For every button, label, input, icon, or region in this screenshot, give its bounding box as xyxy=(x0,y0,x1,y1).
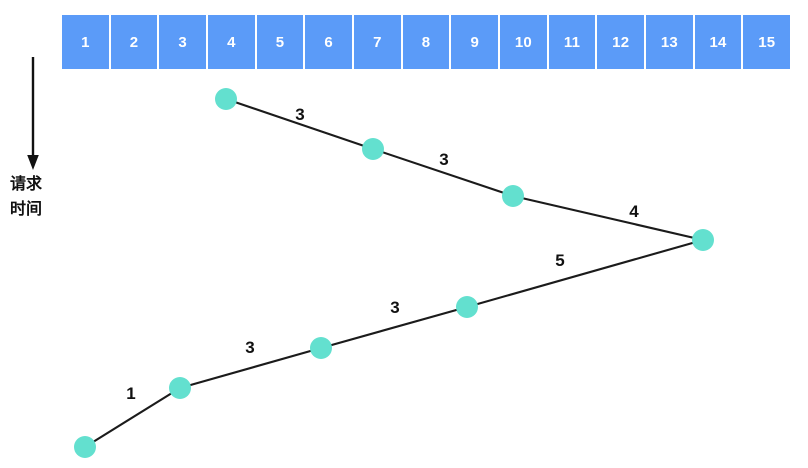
index-cell-3[interactable]: 3 xyxy=(159,15,209,69)
index-cell-4[interactable]: 4 xyxy=(208,15,257,69)
edge-line-u3-v xyxy=(511,194,705,242)
edge-weight-u3-v: 4 xyxy=(629,202,639,221)
node-dot-u1[interactable] xyxy=(215,88,237,110)
down-arrow-icon xyxy=(27,57,39,170)
node-dot-u3[interactable] xyxy=(502,185,524,207)
index-cell-11[interactable]: 11 xyxy=(548,15,598,69)
edge-line-u1-u2 xyxy=(224,97,375,151)
index-cell-7[interactable]: 7 xyxy=(354,15,403,69)
edge-weight-v-l4: 5 xyxy=(555,251,565,270)
index-cell-2[interactable]: 2 xyxy=(110,15,160,69)
node-dot-l2[interactable] xyxy=(169,377,191,399)
index-cell-9[interactable]: 9 xyxy=(451,15,501,69)
node-dot-l1[interactable] xyxy=(74,436,96,458)
node-dot-l4[interactable] xyxy=(456,296,478,318)
edge-line-v-l4 xyxy=(465,238,705,309)
edge-line-l3-l2 xyxy=(178,346,323,390)
edge-weight-l3-l2: 3 xyxy=(245,338,255,357)
index-cell-14[interactable]: 14 xyxy=(694,15,744,69)
axis-caption-request-time: 请求 时间 xyxy=(10,176,43,218)
node-dot-v[interactable] xyxy=(692,229,714,251)
index-cell-1[interactable]: 1 xyxy=(62,15,111,69)
edge-weight-l2-l1: 1 xyxy=(126,384,136,403)
edge-line-u2-u3 xyxy=(371,147,515,198)
edge-weight-u1-u2: 3 xyxy=(295,105,305,124)
edge-line-l2-l1 xyxy=(83,386,182,449)
node-dots-group xyxy=(74,88,714,458)
index-cell-12[interactable]: 12 xyxy=(597,15,647,69)
index-cell-6[interactable]: 6 xyxy=(305,15,355,69)
edge-lines-group xyxy=(83,97,705,449)
node-dot-u2[interactable] xyxy=(362,138,384,160)
index-cell-8[interactable]: 8 xyxy=(402,15,452,69)
index-cell-13[interactable]: 13 xyxy=(646,15,695,69)
edge-line-l4-l3 xyxy=(319,305,469,350)
index-cell-5[interactable]: 5 xyxy=(256,15,306,69)
index-cell-15[interactable]: 15 xyxy=(743,15,791,69)
index-cell-10[interactable]: 10 xyxy=(500,15,549,69)
node-dot-l3[interactable] xyxy=(310,337,332,359)
edge-weight-l4-l3: 3 xyxy=(390,298,400,317)
edge-weight-u2-u3: 3 xyxy=(439,150,449,169)
